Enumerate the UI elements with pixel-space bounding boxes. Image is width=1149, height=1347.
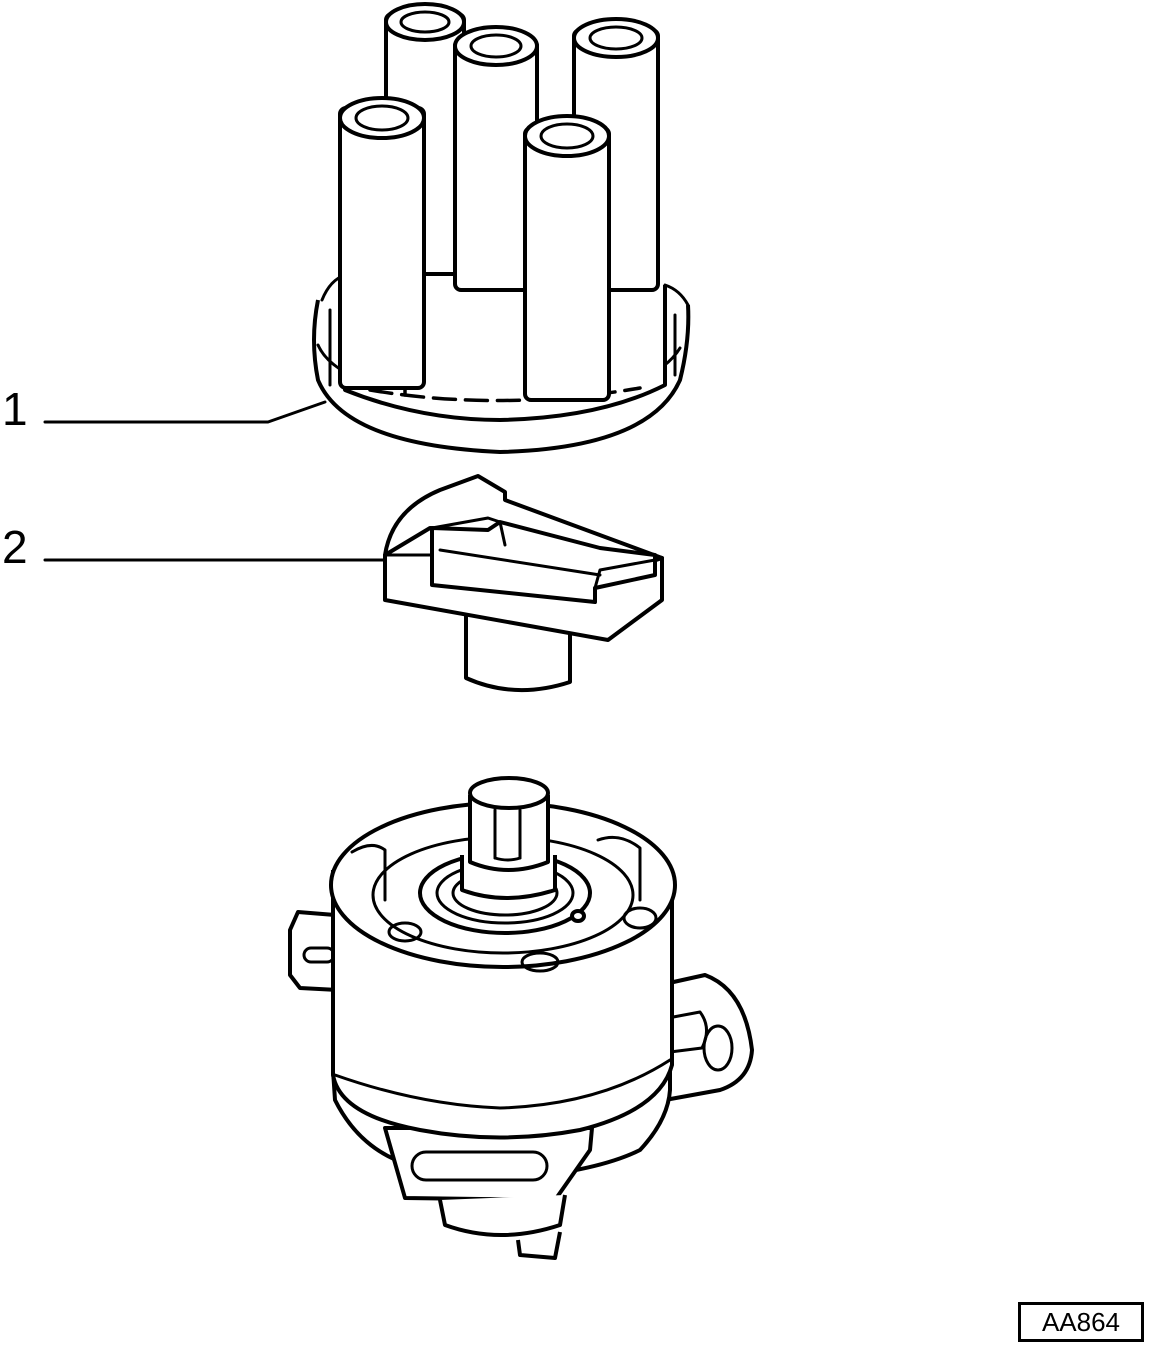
reference-code-box: AA864 [1018, 1302, 1144, 1342]
callout-number-1: 1 [2, 383, 28, 435]
reference-code: AA864 [1041, 1306, 1121, 1337]
distributor-cap-drawing [312, 2, 691, 454]
rotor-drawing [383, 474, 664, 693]
leader-line-1 [43, 400, 327, 424]
distributor-body-drawing [288, 776, 754, 1260]
callout-number-2: 2 [2, 521, 28, 573]
